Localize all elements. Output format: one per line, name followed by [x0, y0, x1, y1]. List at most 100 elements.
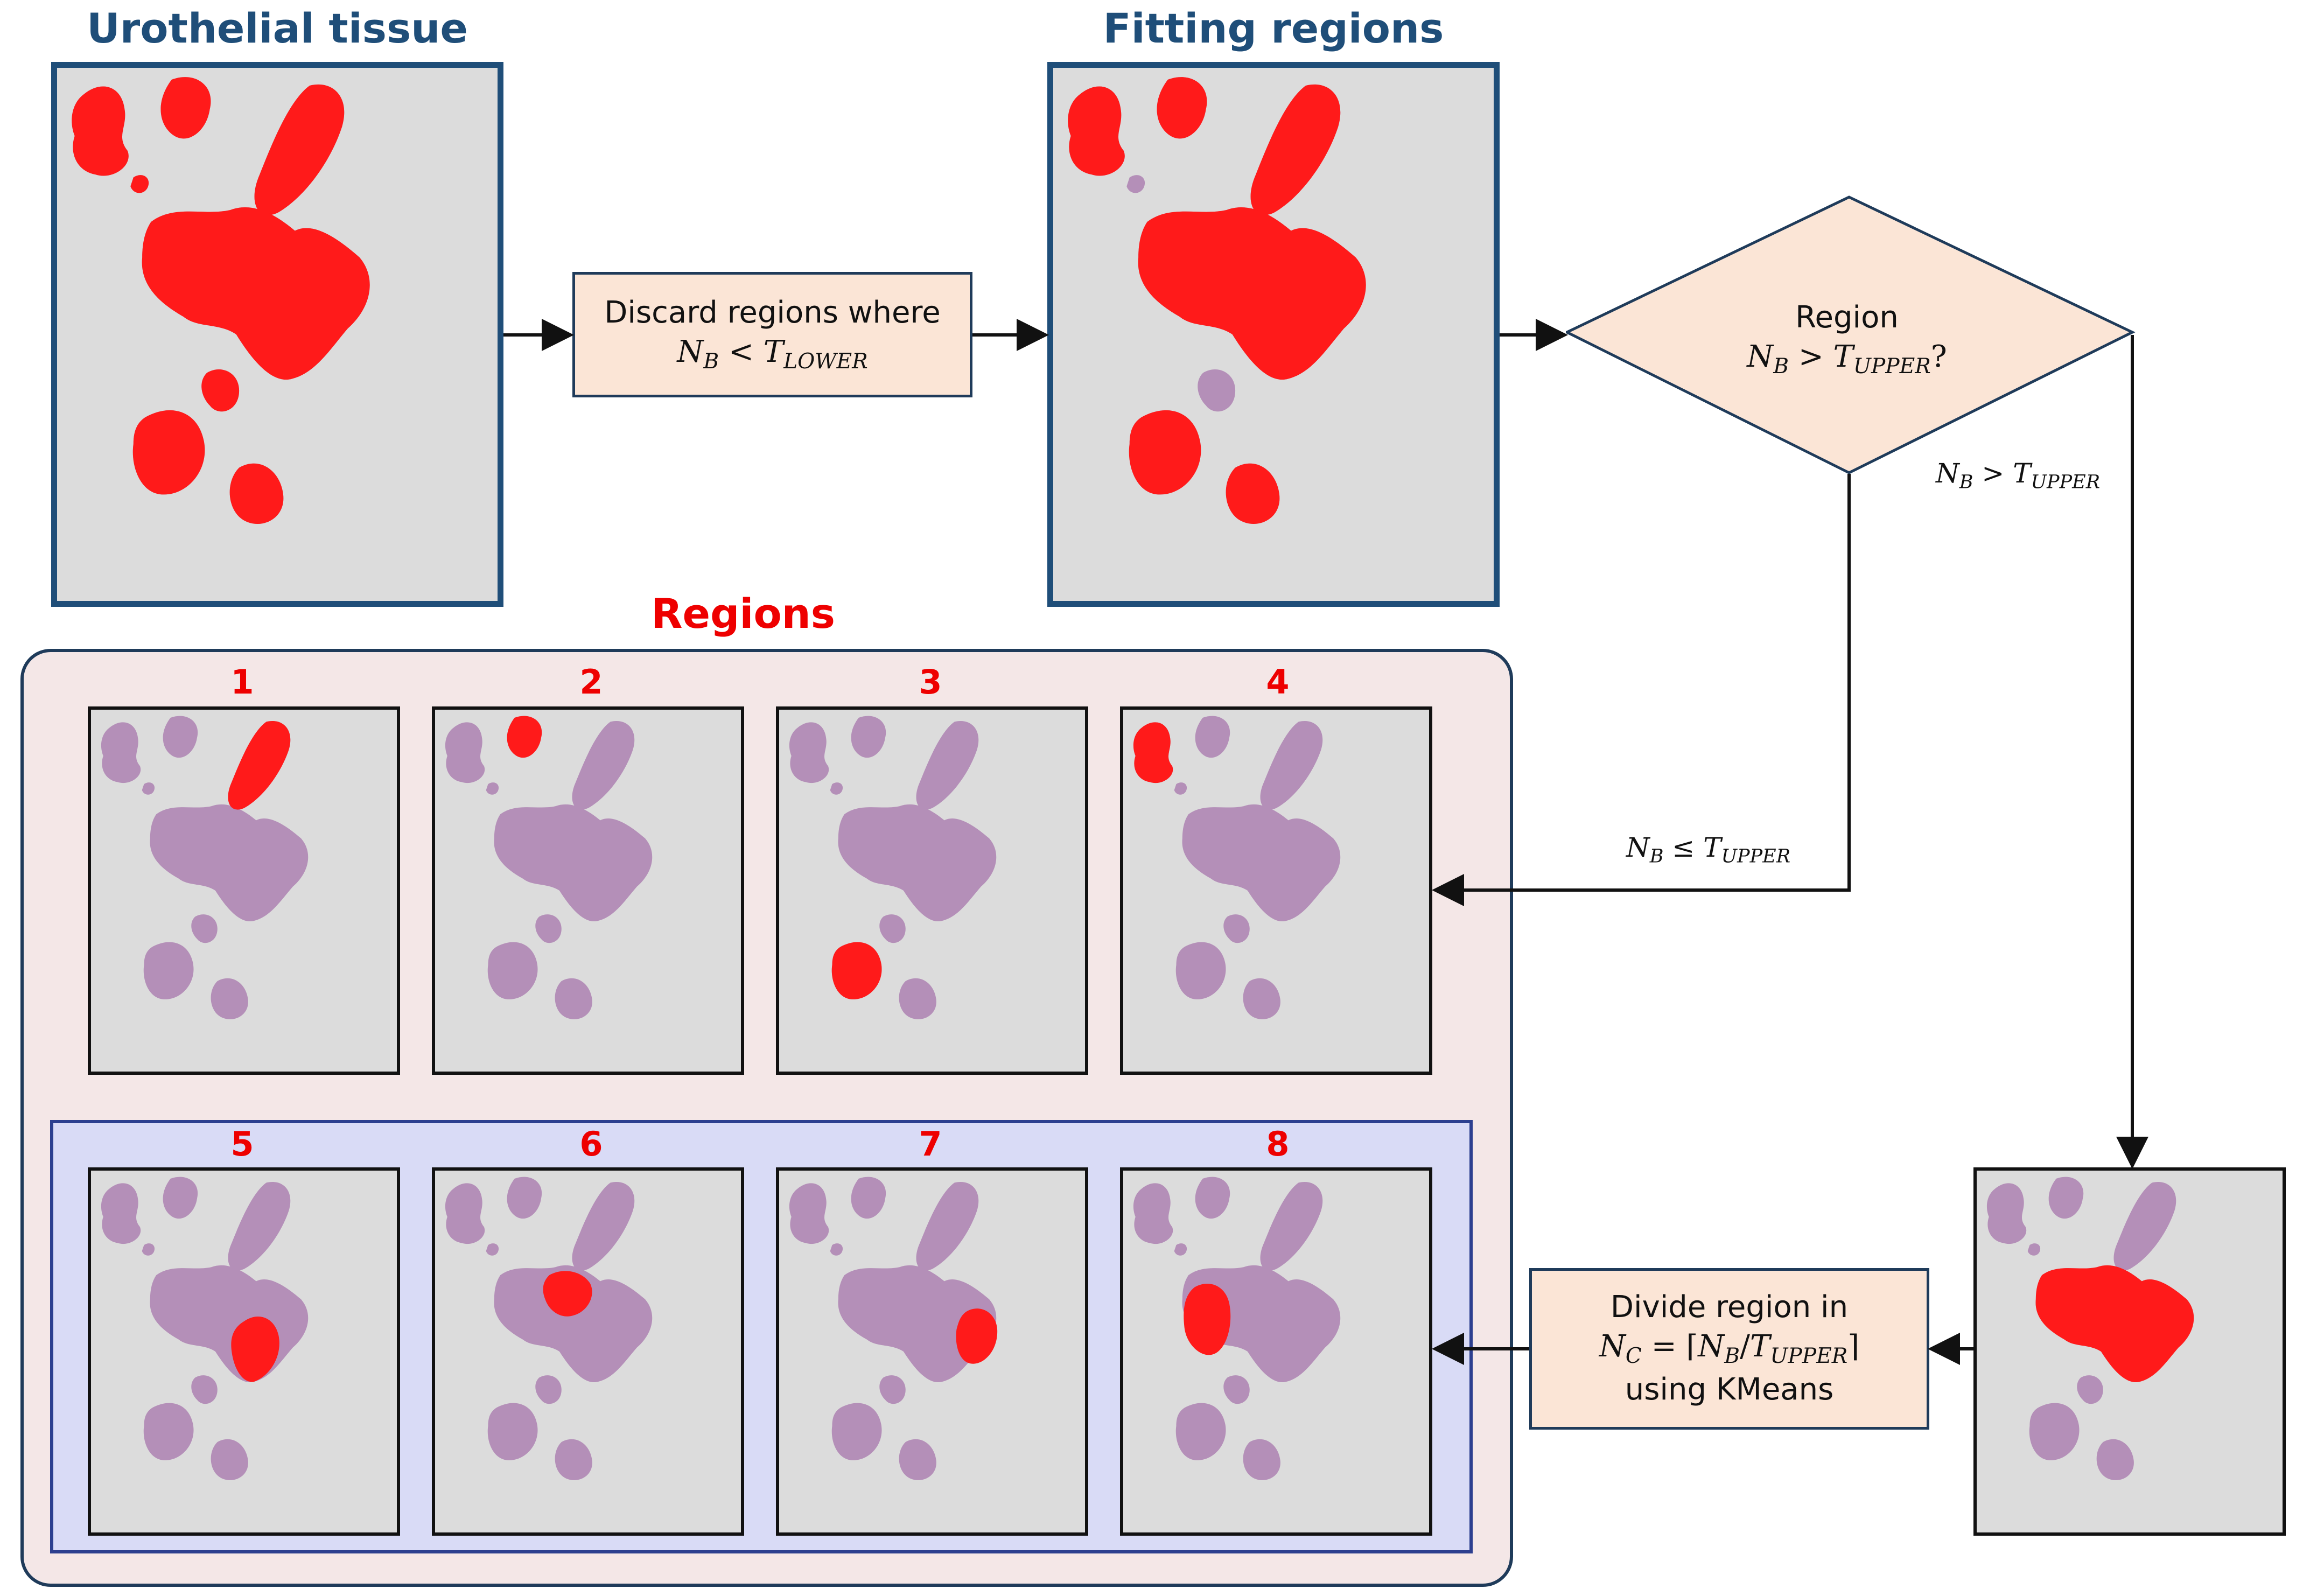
highlight-tiny [130, 175, 149, 193]
tissue-blob-bl [2029, 1403, 2080, 1460]
tissue-blob-tl [1986, 1183, 2027, 1244]
highlight-br [229, 463, 284, 524]
tissue-blob-bl [1175, 942, 1226, 999]
tissue-blob-br [555, 1439, 592, 1480]
highlight-tr [1250, 84, 1341, 215]
tissue-blob-mid [838, 1265, 997, 1383]
region-number-4: 4 [1266, 662, 1290, 702]
tissue-blob-tiny [142, 1243, 155, 1256]
ceil-close: ⌉ [1847, 1329, 1860, 1364]
urothelial-tissue-panel [51, 62, 503, 607]
tissue-blob-tr [228, 1181, 291, 1271]
tissue-blob-tiny [2027, 1243, 2041, 1256]
var-n: N [1698, 1329, 1725, 1364]
divide-formula: NC = ⌈NB/TUPPER⌉ [1599, 1327, 1859, 1370]
tissue-blob-ts [163, 1177, 198, 1219]
urothelial-tissue-title: Urothelial tissue [87, 4, 468, 52]
sub-upper: UPPER [2031, 471, 2101, 493]
region-thumb-5 [88, 1167, 400, 1536]
sub-b: B [1649, 845, 1664, 867]
divide-line3: using KMeans [1625, 1371, 1834, 1407]
divide-process-box: Divide region in NC = ⌈NB/TUPPER⌉ using … [1529, 1268, 1929, 1430]
tissue-blob-ts [1195, 1177, 1230, 1219]
highlight-br [1226, 463, 1280, 524]
question-mark: ? [1930, 339, 1947, 374]
tissue-blob-tiny [486, 782, 499, 795]
tissue-blob-ts [2048, 1177, 2084, 1219]
highlight-mid [2035, 1265, 2194, 1383]
fitting-regions-title: Fitting regions [1103, 4, 1444, 52]
tissue-blob-tl [101, 1183, 141, 1244]
tissue-blob-frag [535, 914, 562, 943]
var-n: N [1626, 832, 1650, 863]
tissue-blob-tr [572, 720, 635, 810]
highlight-midTop [543, 1271, 592, 1317]
divide-line1: Divide region in [1610, 1290, 1849, 1325]
sub-upper: UPPER [1853, 354, 1931, 379]
tissue-blob-br [211, 978, 248, 1019]
slash: / [1740, 1329, 1750, 1364]
region-thumb-8 [1120, 1167, 1432, 1536]
op-greater: > [1798, 339, 1824, 374]
op: > [1982, 458, 2005, 489]
highlight-tr [228, 720, 291, 810]
tissue-blob-ts [851, 1177, 886, 1219]
highlight-tl [1133, 722, 1173, 783]
highlight-ts [507, 716, 542, 758]
discard-line1: Discard regions where [604, 295, 941, 331]
highlight-bl [831, 942, 882, 999]
tissue-blob-tiny [1126, 175, 1145, 193]
large-region-thumb [1973, 1167, 2286, 1536]
highlight-ts [1157, 77, 1207, 139]
highlight-mid [1138, 207, 1366, 380]
op: ≤ [1672, 832, 1695, 863]
discard-condition: NB < TLOWER [677, 333, 867, 376]
sub-b: B [1724, 1343, 1740, 1368]
decision-line1: Region [1795, 299, 1899, 335]
highlight-bl [132, 410, 205, 495]
sub-upper: UPPER [1721, 845, 1791, 867]
edge-label-less-equal: NB ≤ TUPPER [1626, 832, 1790, 867]
op-less: < [728, 334, 754, 370]
region-number-2: 2 [579, 662, 603, 702]
tissue-blob-ts [1195, 716, 1230, 758]
var-t: T [2013, 458, 2031, 489]
highlight-mid [142, 207, 370, 380]
tissue-blob-bl [1175, 1403, 1226, 1460]
region-thumb-3 [776, 706, 1088, 1075]
ceil-open: ⌈ [1686, 1329, 1698, 1364]
decision-condition: NB > TUPPER? [1747, 338, 1947, 381]
tissue-blob-tr [916, 1181, 979, 1271]
sub-c: C [1625, 1343, 1642, 1368]
fitting-regions-panel [1047, 62, 1500, 607]
tissue-blob-frag [1198, 369, 1236, 412]
highlight-frag [201, 369, 240, 412]
edge-label-greater: NB > TUPPER [1936, 458, 2100, 493]
tissue-blob-br [555, 978, 592, 1019]
tissue-blob-tl [1133, 1183, 1173, 1244]
region-number-8: 8 [1266, 1124, 1290, 1164]
tissue-blob-br [211, 1439, 248, 1480]
sub-b: B [1773, 354, 1789, 379]
highlight-midRight [231, 1317, 279, 1382]
tissue-blob-tiny [1174, 782, 1187, 795]
highlight-tr [254, 84, 345, 215]
region-thumb-7 [776, 1167, 1088, 1536]
tissue-blob-tiny [142, 782, 155, 795]
tissue-blob-frag [191, 914, 218, 943]
region-number-7: 7 [919, 1124, 942, 1164]
tissue-blob-frag [2077, 1375, 2103, 1404]
tissue-blob-ts [163, 716, 198, 758]
highlight-midFarRight [956, 1308, 998, 1364]
var-n: N [677, 334, 704, 370]
tissue-blob-frag [535, 1375, 562, 1404]
tissue-blob-bl [487, 1403, 538, 1460]
tissue-blob-mid [494, 1265, 653, 1383]
equals: = [1651, 1329, 1677, 1364]
tissue-blob-bl [143, 1403, 194, 1460]
tissue-blob-tl [789, 722, 829, 783]
tissue-blob-tiny [486, 1243, 499, 1256]
tissue-blob-br [2096, 1439, 2134, 1480]
highlight-tl [72, 86, 129, 176]
tissue-blob-tr [2113, 1181, 2176, 1271]
